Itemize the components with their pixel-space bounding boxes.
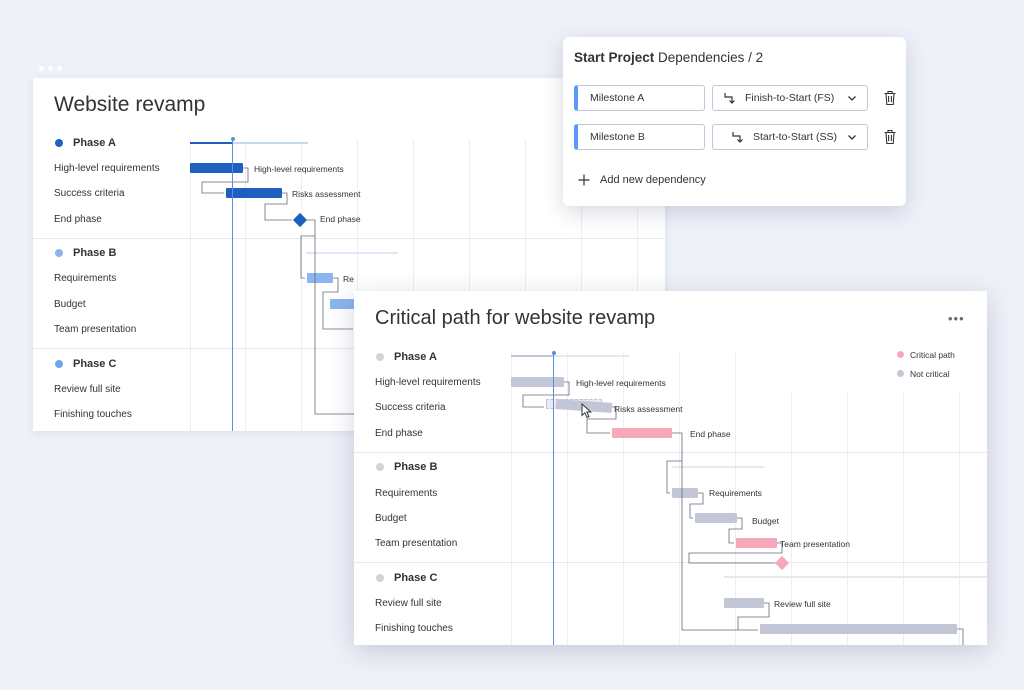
dependencies-title-count: Dependencies / 2 [658,50,763,65]
dependencies-popup: Start Project Dependencies / 2 Milestone… [563,37,906,206]
milestone-name: Milestone B [590,131,645,143]
dependency-type: Finish-to-Start (FS) [745,92,834,104]
add-dependency-button[interactable]: Add new dependency [578,174,706,186]
trash-icon[interactable] [883,90,897,106]
today-marker [553,353,554,645]
chevron-down-icon [847,132,857,142]
critical-path-panel: Critical path for website revamp ••• Cri… [354,291,987,645]
dependency-type-select-a[interactable]: Finish-to-Start (FS) [712,85,868,111]
dependency-type-select-b[interactable]: Start-to-Start (SS) [712,124,868,150]
dependency-arrow-icon [723,91,737,105]
milestone-b-field[interactable]: Milestone B [574,124,705,150]
window-dots-back [39,66,62,71]
dependencies-title: Start Project Dependencies / 2 [574,50,763,65]
today-marker [232,139,233,431]
chevron-down-icon [847,93,857,103]
add-dependency-label: Add new dependency [600,174,706,186]
trash-icon[interactable] [883,129,897,145]
milestone-a-field[interactable]: Milestone A [574,85,705,111]
plus-icon [578,174,590,186]
dependency-connectors [354,291,987,645]
dependency-type: Start-to-Start (SS) [753,131,837,143]
milestone-name: Milestone A [590,92,644,104]
dependencies-title-project: Start Project [574,50,654,65]
dependency-arrow-icon [731,130,745,144]
